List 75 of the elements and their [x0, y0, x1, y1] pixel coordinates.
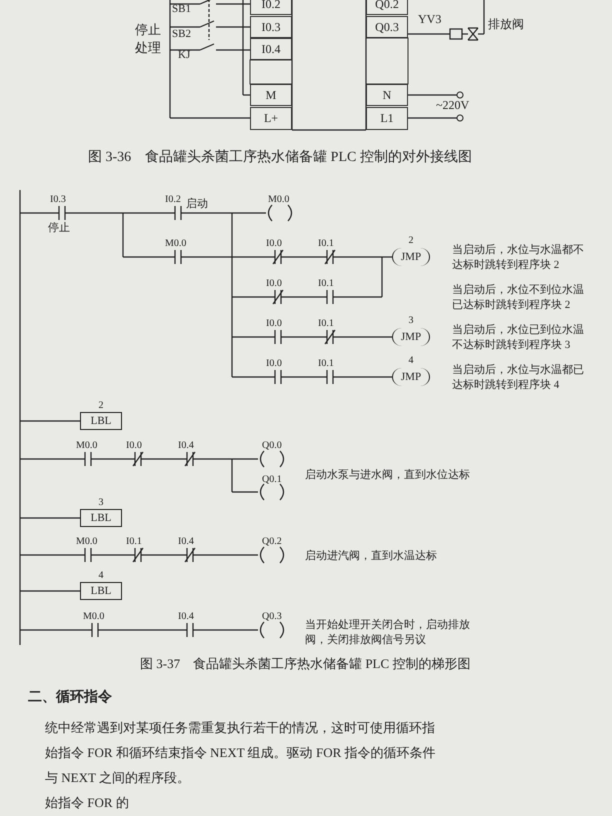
contact-label: 停止 [48, 222, 70, 236]
body-text: 统中经常遇到对某项任务需重复执行若干的情况，这时可使用循环指 [45, 720, 435, 736]
contact-label: 启动 [186, 198, 208, 212]
contact-address: M0.0 [76, 440, 98, 452]
contact-address: I0.1 [318, 358, 334, 370]
coil-address: Q0.0 [262, 440, 282, 452]
contact-address: I0.4 [178, 611, 194, 623]
coil-address: M0.0 [268, 194, 290, 206]
label-instruction: LBL [90, 585, 112, 597]
switch-label: 停止 [135, 22, 161, 38]
device-label: YV3 [418, 12, 442, 26]
jump-instruction: JMP [400, 251, 422, 263]
contact-address: I0.1 [318, 318, 334, 330]
rung-wire [20, 420, 80, 422]
device-label: 排放阀 [488, 17, 524, 32]
block-number: 2 [408, 235, 414, 246]
figure-caption: 图 3-37 食品罐头杀菌工序热水储备罐 PLC 控制的梯形图 [140, 656, 470, 672]
block-number: 3 [408, 315, 414, 326]
contact-address: M0.0 [76, 536, 98, 548]
coil-address: Q0.3 [262, 611, 282, 623]
annotation-text: 当启动后，水位已到位水温不达标时跳转到程序块 3 [452, 323, 585, 353]
contact-address: I0.0 [126, 440, 142, 452]
device-label: SB1 [172, 3, 191, 16]
terminal-cell: L+ [250, 107, 292, 130]
terminal-cell: L1 [366, 107, 408, 130]
contact-address: I0.1 [318, 238, 334, 250]
contact-address: I0.1 [126, 536, 142, 548]
contact-address: I0.4 [178, 440, 194, 452]
terminal-cell: I0.2 [250, 0, 292, 15]
annotation-text: 启动水泵与进水阀，直到水位达标 [305, 468, 470, 483]
block-number: 4 [98, 570, 104, 581]
body-text: 始指令 FOR 的 [45, 795, 129, 811]
terminal-cell: I0.3 [250, 16, 292, 38]
device-label: SB2 [172, 28, 191, 42]
terminal-cell: N [366, 84, 408, 106]
contact-address: M0.0 [83, 611, 104, 623]
rung-wire [382, 256, 392, 258]
section-heading: 二、循环指令 [28, 690, 112, 707]
contact-address: I0.0 [266, 238, 282, 250]
terminal-cell: M [250, 84, 292, 106]
body-text: 始指令 FOR 和循环结束指令 NEXT 组成。驱动 FOR 指令的循环条件 [45, 745, 436, 761]
contact-address: I0.4 [178, 536, 194, 548]
rung-wire [333, 376, 392, 378]
device-label: KJ [178, 49, 190, 62]
jump-instruction: JMP [400, 371, 422, 383]
annotation-text: 当启动后，水位与水温都已达标时跳转到程序块 4 [452, 363, 585, 393]
terminal-cell: I0.4 [250, 38, 292, 60]
block-number: 4 [408, 355, 414, 366]
terminal-cell: Q0.2 [366, 0, 408, 15]
contact-address: I0.0 [266, 318, 282, 330]
contact-address: M0.0 [165, 238, 186, 250]
contact-address: I0.3 [50, 194, 66, 206]
rung-wire [333, 336, 392, 338]
contact-address: I0.0 [266, 278, 282, 290]
contact-address: I0.1 [318, 278, 334, 290]
contact-address: I0.2 [165, 194, 181, 206]
annotation-text: 当启动后，水位不到位水温已达标时跳转到程序块 2 [452, 283, 585, 313]
label-instruction: LBL [90, 415, 112, 427]
terminal-cell: Q0.3 [366, 16, 408, 38]
coil-address: Q0.1 [262, 474, 282, 486]
rung-wire [20, 590, 80, 592]
body-text: 与 NEXT 之间的程序段。 [45, 770, 190, 786]
annotation-text: 当开始处理开关闭合时，启动排放阀，关闭排放阀信号另议 [305, 618, 470, 648]
jump-instruction: JMP [400, 331, 422, 343]
annotation-text: 启动进汽阀，直到水温达标 [305, 549, 437, 564]
switch-label: 处理 [135, 40, 161, 56]
voltage-label: ~220V [436, 98, 470, 112]
coil-address: Q0.2 [262, 536, 282, 548]
block-number: 2 [98, 400, 104, 411]
block-number: 3 [98, 497, 104, 508]
figure-caption: 图 3-36 食品罐头杀菌工序热水储备罐 PLC 控制的对外接线图 [88, 150, 472, 167]
label-instruction: LBL [90, 512, 112, 524]
annotation-text: 当启动后，水位与水温都不达标时跳转到程序块 2 [452, 243, 585, 273]
rung-wire [20, 517, 80, 519]
contact-address: I0.0 [266, 358, 282, 370]
